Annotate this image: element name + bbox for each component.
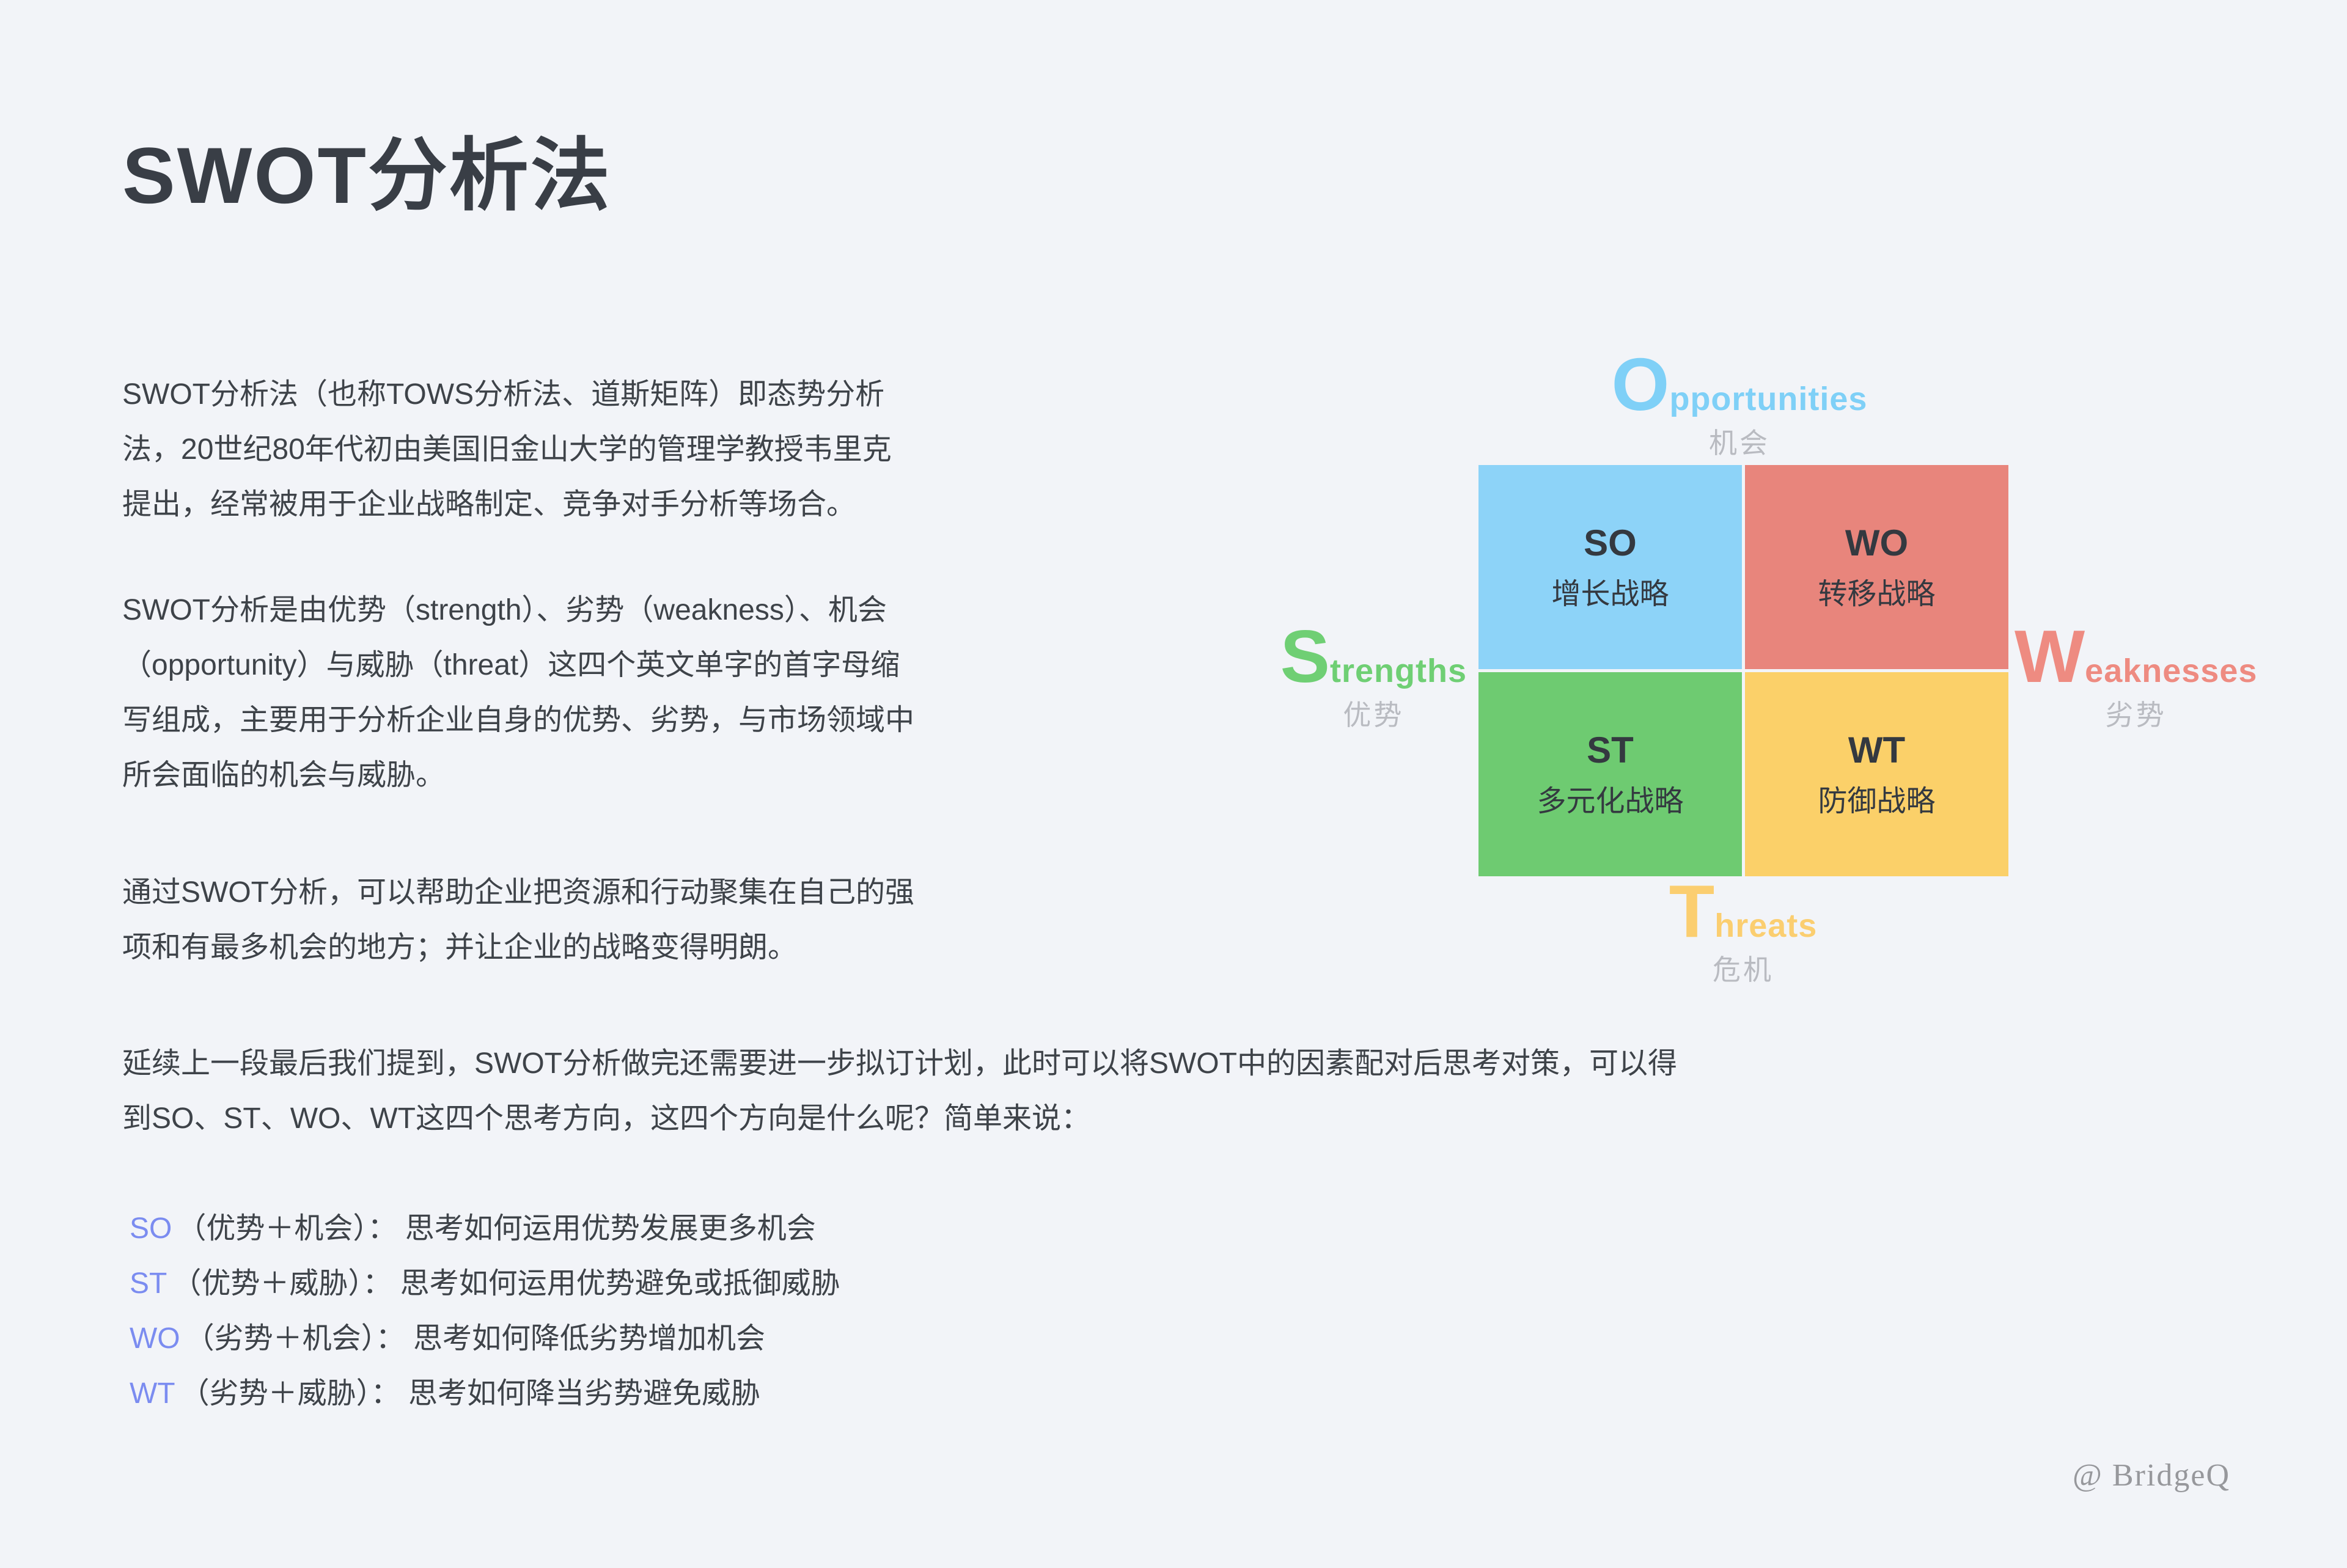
strategy-item-so: SO（优势＋机会）： 思考如何运用优势发展更多机会 [130,1201,840,1256]
quadrant-wo-strategy: 转移战略 [1818,578,1936,610]
strategy-item-st: ST（优势＋威胁）： 思考如何运用优势避免或抵御威胁 [130,1256,840,1311]
intro-paragraph-1: SWOT分析法（也称TOWS分析法、道斯矩阵）即态势分析 法，20世纪80年代初… [122,378,892,521]
strategy-code-so: SO [130,1212,172,1245]
axis-initial-w: W [2015,615,2085,698]
quadrant-so: SO 增长战略 [1478,465,1742,669]
strategy-code-st: ST [130,1267,167,1300]
strategy-text-so: （优势＋机会）： 思考如何运用优势发展更多机会 [177,1212,816,1245]
axis-zh-strengths: 优势 [1343,699,1405,731]
quadrant-so-strategy: 增长战略 [1551,578,1669,610]
watermark: @ BridgeQ [2073,1458,2230,1493]
strategy-item-wo: WO（劣势＋机会）： 思考如何降低劣势增加机会 [130,1311,840,1366]
quadrant-wt: WT 防御战略 [1745,672,2008,876]
quadrant-wt-strategy: 防御战略 [1818,785,1936,818]
strategy-text-st: （优势＋威胁）： 思考如何运用优势避免或抵御威胁 [172,1267,840,1300]
page-title: SWOT分析法 [122,131,612,220]
followup-paragraph: 延续上一段最后我们提到，SWOT分析做完还需要进一步拟订计划，此时可以将SWOT… [122,1047,1677,1135]
swot-matrix: SO 增长战略 WO 转移战略 ST 多元化战略 WT 防御战略 [1478,465,2008,876]
quadrant-st-strategy: 多元化战略 [1537,785,1684,818]
strategy-text-wt: （劣势＋威胁）： 思考如何降当劣势避免威胁 [180,1377,760,1410]
axis-zh-threats: 危机 [1713,954,1774,986]
intro-paragraph-3: 通过SWOT分析，可以帮助企业把资源和行动聚集在自己的强 项和有最多机会的地方；… [122,876,914,964]
quadrant-so-code: SO [1584,522,1637,563]
strategy-list: SO（优势＋机会）： 思考如何运用优势发展更多机会 ST（优势＋威胁）： 思考如… [130,1201,840,1421]
strategy-code-wo: WO [130,1322,180,1355]
quadrant-wt-code: WT [1848,730,1906,771]
quadrant-st-code: ST [1587,730,1634,771]
axis-zh-opportunities: 机会 [1708,427,1770,459]
quadrant-st: ST 多元化战略 [1478,672,1742,876]
quadrant-wo-code: WO [1845,522,1909,563]
intro-paragraph-2: SWOT分析是由优势（strength）、劣势（weakness）、机会 （op… [122,594,915,791]
strategy-item-wt: WT（劣势＋威胁）： 思考如何降当劣势避免威胁 [130,1366,840,1421]
strategy-text-wo: （劣势＋机会）： 思考如何降低劣势增加机会 [185,1322,765,1355]
axis-initial-t: T [1669,870,1715,953]
axis-zh-weaknesses: 劣势 [2105,699,2167,731]
strategy-code-wt: WT [130,1377,175,1410]
axis-initial-s: S [1280,615,1330,698]
quadrant-wo: WO 转移战略 [1745,465,2008,669]
axis-initial-o: O [1611,343,1670,426]
